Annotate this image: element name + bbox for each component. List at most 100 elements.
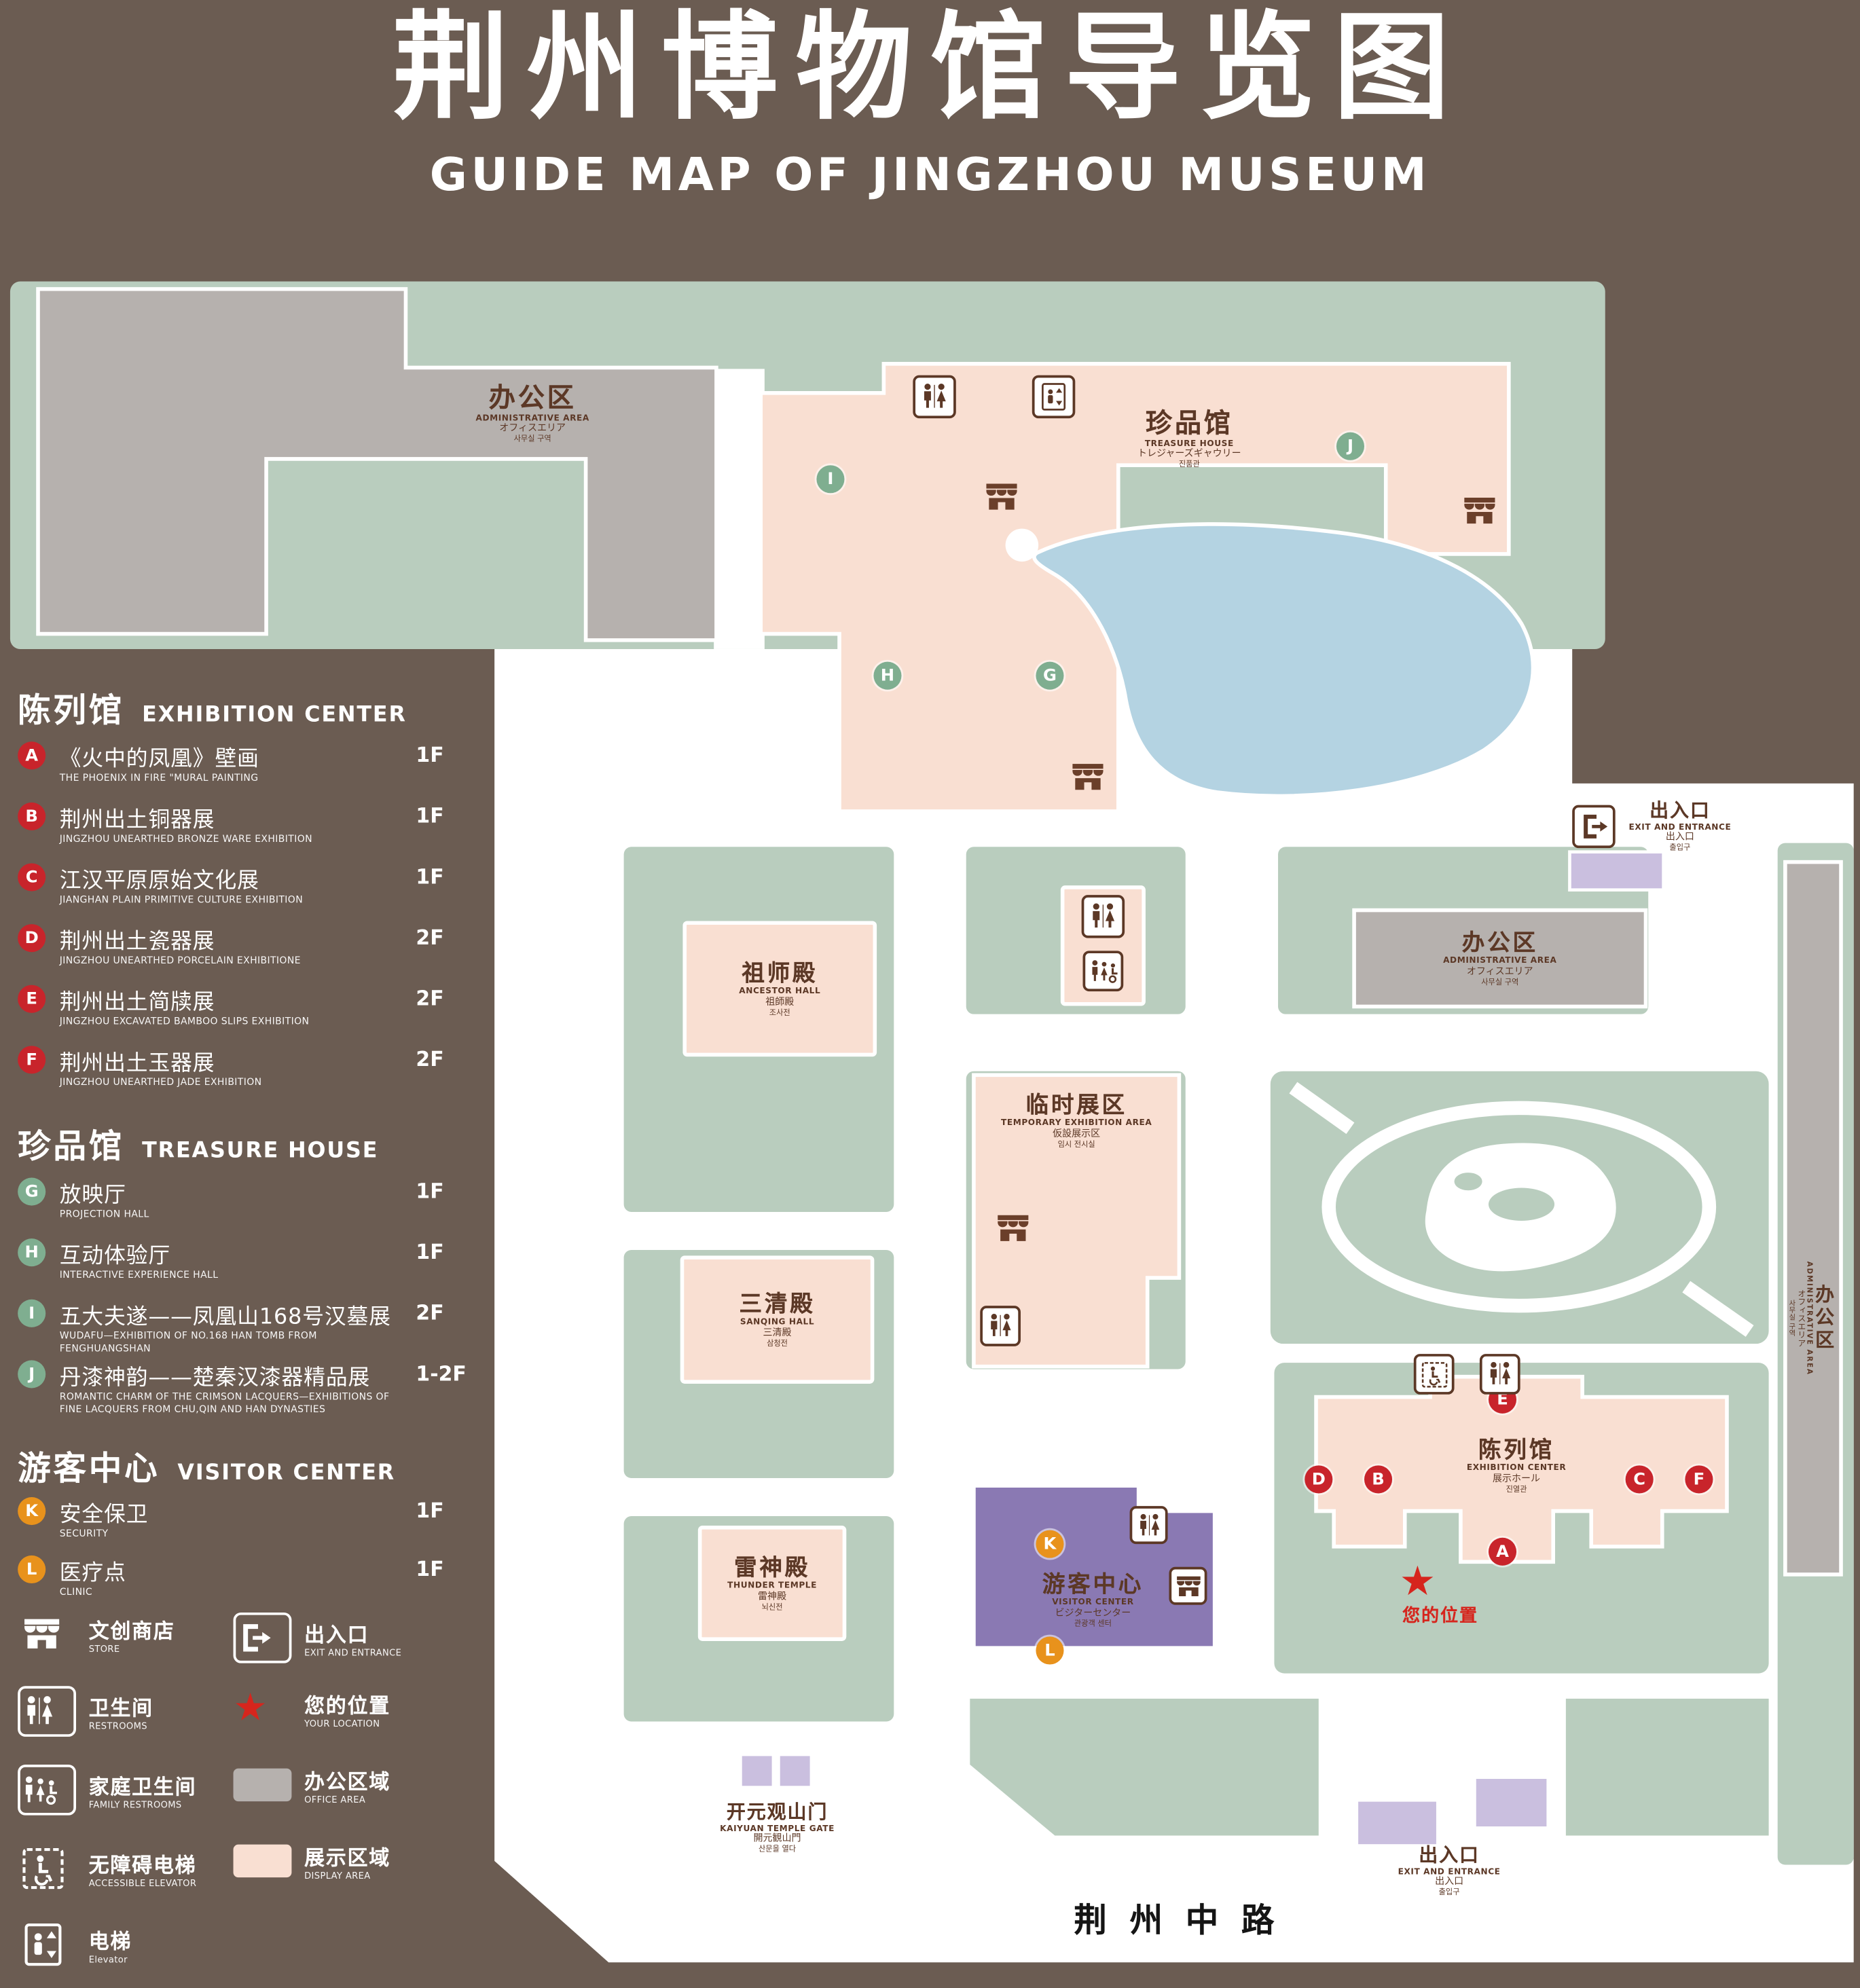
label-exit-bottom: 出入口 EXIT AND ENTRANCE 出入口 출입구 bbox=[1398, 1844, 1501, 1897]
label-road: 荆州中路 bbox=[1074, 1902, 1298, 1940]
item-zh: 丹漆神韵——楚秦汉漆器精品展 bbox=[59, 1365, 371, 1391]
label-ja: 仮設展示区 bbox=[1053, 1127, 1101, 1139]
label-en: EXIT AND ENTRANCE bbox=[1398, 1866, 1501, 1877]
label-ko: 사무실 구역 bbox=[1787, 1300, 1795, 1338]
key-zh: 您的位置 bbox=[304, 1693, 391, 1718]
label-temporary-exhibition: 临时展区 TEMPORARY EXHIBITION AREA 仮設展示区 임시 … bbox=[1001, 1092, 1152, 1149]
building-ancestor-hall bbox=[682, 921, 877, 1057]
key-zh: 办公区域 bbox=[304, 1769, 391, 1794]
label-zh: 三清殿 bbox=[739, 1291, 816, 1319]
map-marker-H: H bbox=[873, 661, 902, 690]
map-marker-K: K bbox=[1036, 1530, 1064, 1558]
label-treasure-house: 珍品馆 TREASURE HOUSE トレジャーズギャウリー 진품관 bbox=[1137, 408, 1241, 469]
key-en: Elevator bbox=[88, 1955, 128, 1966]
garden-loop-path bbox=[1321, 1101, 1717, 1313]
item-zh: 医疗点 bbox=[59, 1560, 126, 1586]
marker-F: F bbox=[18, 1046, 46, 1074]
item-floor: 1F bbox=[416, 1556, 444, 1581]
item-en: CLINIC bbox=[59, 1585, 93, 1598]
item-floor: 2F bbox=[416, 925, 444, 950]
office-area-swatch bbox=[233, 1768, 292, 1802]
marker-A: A bbox=[18, 741, 46, 770]
restroom-icon bbox=[1129, 1506, 1168, 1545]
label-ja: オフィスエリア bbox=[499, 422, 566, 435]
label-zh: 出入口 bbox=[1649, 798, 1711, 822]
item-en: PROJECTION HALL bbox=[59, 1208, 149, 1220]
map-marker-D: D bbox=[1305, 1465, 1333, 1494]
marker-E: E bbox=[18, 984, 46, 1013]
page-subtitle: GUIDE MAP OF JINGZHOU MUSEUM bbox=[429, 149, 1431, 202]
section-title-zh: 陈列馆 bbox=[18, 692, 125, 731]
marker-H: H bbox=[18, 1238, 46, 1267]
item-en: JINGZHOU UNEARTHED JADE EXHIBITION bbox=[59, 1076, 262, 1088]
your-location-star-icon: ★ bbox=[1399, 1556, 1436, 1605]
restroom-icon bbox=[913, 375, 956, 419]
label-zh: 办公区 bbox=[1812, 1284, 1836, 1353]
store-icon bbox=[1169, 1566, 1207, 1605]
map-marker-I: I bbox=[816, 465, 845, 494]
label-ko: 진열관 bbox=[1506, 1484, 1527, 1494]
item-floor: 1F bbox=[416, 1240, 444, 1264]
elevator-icon bbox=[1032, 375, 1076, 419]
pond-island bbox=[1488, 1188, 1555, 1221]
key-en: OFFICE AREA bbox=[304, 1794, 366, 1805]
item-zh: 五大夫遂——凤凰山168号汉墓展 bbox=[59, 1304, 391, 1330]
building-entrance-top bbox=[1568, 850, 1665, 892]
label-ja: 展示ホール bbox=[1493, 1472, 1541, 1484]
building-sanqing-hall bbox=[680, 1255, 875, 1384]
item-zh: 荆州出土铜器展 bbox=[59, 807, 215, 833]
item-zh: 放映厅 bbox=[59, 1183, 126, 1209]
label-ko: 조사전 bbox=[769, 1008, 790, 1018]
label-en: ADMINISTRATIVE AREA bbox=[475, 412, 589, 423]
exit-icon bbox=[233, 1612, 292, 1663]
building-admin-mid bbox=[1352, 908, 1648, 1009]
building-gate-left bbox=[739, 1752, 776, 1789]
label-zh: 临时展区 bbox=[1025, 1092, 1127, 1119]
building-admin-top bbox=[36, 287, 718, 642]
label-ko: 임시 전시실 bbox=[1057, 1140, 1095, 1149]
marker-C: C bbox=[18, 863, 46, 891]
label-kaiyuan-gate: 开元观山门 KAIYUAN TEMPLE GATE 開元観山門 산문을 열다 bbox=[720, 1801, 835, 1854]
item-zh: 《火中的凤凰》壁画 bbox=[59, 746, 259, 773]
key-zh: 卫生间 bbox=[88, 1696, 153, 1720]
accessible-elevator-icon bbox=[1413, 1354, 1455, 1395]
label-en: ADMINISTRATIVE AREA bbox=[1443, 955, 1557, 966]
marker-B: B bbox=[18, 802, 46, 830]
item-en: ROMANTIC CHARM OF THE CRIMSON LACQUERS—E… bbox=[59, 1391, 390, 1415]
key-zh: 出入口 bbox=[304, 1622, 369, 1647]
item-zh: 荆州出土玉器展 bbox=[59, 1050, 215, 1077]
label-zh: 办公区 bbox=[1461, 929, 1538, 957]
garden-path-se bbox=[1682, 1281, 1754, 1337]
item-floor: 1F bbox=[416, 743, 444, 767]
label-admin-area-top: 办公区 ADMINISTRATIVE AREA オフィスエリア 사무실 구역 bbox=[476, 383, 589, 444]
key-en: STORE bbox=[88, 1644, 120, 1655]
elevator-icon bbox=[18, 1919, 76, 1970]
key-en: EXIT AND ENTRANCE bbox=[304, 1648, 402, 1659]
label-ko: 산문을 열다 bbox=[758, 1845, 797, 1854]
marker-K: K bbox=[18, 1497, 46, 1526]
legend-section-exhibition-center: 陈列馆 EXHIBITION CENTER bbox=[18, 684, 407, 731]
item-en: WUDAFU—EXHIBITION OF NO.168 HAN TOMB FRO… bbox=[59, 1329, 317, 1354]
section-title-en: TREASURE HOUSE bbox=[142, 1138, 379, 1164]
marker-I: I bbox=[18, 1299, 46, 1327]
building-gate-right bbox=[777, 1752, 814, 1789]
label-zh: 陈列馆 bbox=[1478, 1437, 1555, 1464]
label-ja: 雷神殿 bbox=[758, 1590, 787, 1602]
item-floor: 2F bbox=[416, 1300, 444, 1325]
item-en: INTERACTIVE EXPERIENCE HALL bbox=[59, 1268, 219, 1281]
label-ja: 開元観山門 bbox=[753, 1833, 801, 1845]
label-sanqing-hall: 三清殿 SANQING HALL 三清殿 삼청전 bbox=[740, 1291, 816, 1348]
marker-J: J bbox=[18, 1360, 46, 1388]
label-en: SANQING HALL bbox=[740, 1317, 815, 1327]
label-en: TREASURE HOUSE bbox=[1144, 438, 1234, 449]
label-en: EXHIBITION CENTER bbox=[1466, 1462, 1567, 1473]
section-title-en: EXHIBITION CENTER bbox=[142, 702, 407, 728]
store-icon bbox=[1461, 492, 1499, 530]
